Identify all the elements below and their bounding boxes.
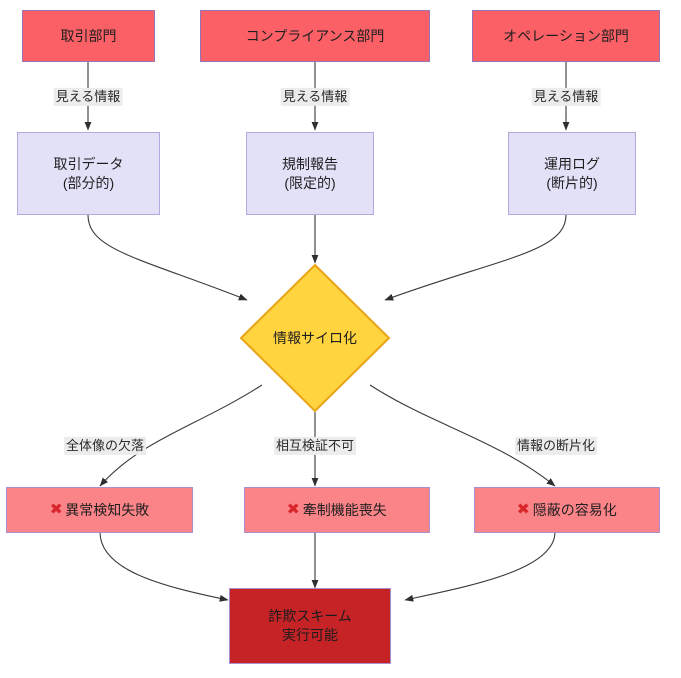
cross-mark-icon: ✖ — [286, 500, 301, 518]
dept-compliance-label: コンプライアンス部門 — [245, 27, 385, 44]
edge-label-visible-info-1: 見える情報 — [53, 87, 123, 107]
edge-info-operation-to-silo — [384, 214, 567, 301]
edge-label-visible-info-2: 見える情報 — [280, 87, 350, 107]
edge-label-no-cross-verification: 相互検証不可 — [273, 436, 357, 456]
failure-anomaly-detection-label: 異常検知失敗 — [65, 501, 150, 518]
edge-label-fragmented-information: 情報の断片化 — [514, 436, 598, 456]
edge-silo-to-failure-concealment — [369, 384, 556, 487]
edge-failure-concealment-to-final — [404, 531, 556, 602]
edge-failure-anomaly-to-final — [99, 531, 229, 602]
info-operation-log-node[interactable]: 運用ログ (断片的) — [508, 132, 636, 215]
edge-info-trading-to-silo — [87, 214, 248, 301]
info-trading-data-line1: 取引データ — [53, 155, 124, 172]
fraud-scheme-line2: 実行可能 — [282, 627, 338, 643]
info-regulatory-report-line2: (限定的) — [284, 174, 336, 191]
info-regulatory-report-node[interactable]: 規制報告 (限定的) — [246, 132, 374, 215]
dept-trading-label: 取引部門 — [60, 27, 117, 44]
dept-operations-node[interactable]: オペレーション部門 — [472, 10, 660, 62]
failure-concealment-node[interactable]: ✖ 隠蔽の容易化 — [474, 487, 660, 533]
fraud-scheme-node[interactable]: 詐欺スキーム 実行可能 — [229, 588, 391, 664]
information-silo-label: 情報サイロ化 — [273, 329, 357, 346]
info-trading-data-line2: (部分的) — [62, 174, 115, 191]
failure-check-function-label: 牽制機能喪失 — [302, 501, 387, 518]
information-silo-node[interactable]: 情報サイロ化 — [239, 263, 391, 413]
dept-compliance-node[interactable]: コンプライアンス部門 — [200, 10, 430, 62]
dept-trading-node[interactable]: 取引部門 — [22, 10, 155, 62]
edge-silo-to-failure-anomaly — [99, 384, 263, 487]
info-operation-log-line2: (断片的) — [546, 174, 598, 191]
edge-label-missing-big-picture: 全体像の欠落 — [63, 436, 147, 456]
cross-mark-icon: ✖ — [49, 500, 63, 518]
edge-label-visible-info-3: 見える情報 — [531, 87, 601, 107]
info-regulatory-report-line1: 規制報告 — [282, 155, 338, 172]
fraud-scheme-line1: 詐欺スキーム — [268, 608, 352, 625]
diamond-shape-icon — [239, 263, 391, 413]
cross-mark-icon: ✖ — [516, 500, 531, 518]
info-trading-data-node[interactable]: 取引データ (部分的) — [17, 132, 160, 215]
failure-anomaly-detection-node[interactable]: ✖ 異常検知失敗 — [6, 487, 193, 533]
failure-concealment-label: 隠蔽の容易化 — [532, 501, 617, 518]
dept-operations-label: オペレーション部門 — [503, 27, 629, 44]
failure-check-function-node[interactable]: ✖ 牽制機能喪失 — [244, 487, 430, 533]
info-operation-log-line1: 運用ログ — [544, 155, 600, 172]
